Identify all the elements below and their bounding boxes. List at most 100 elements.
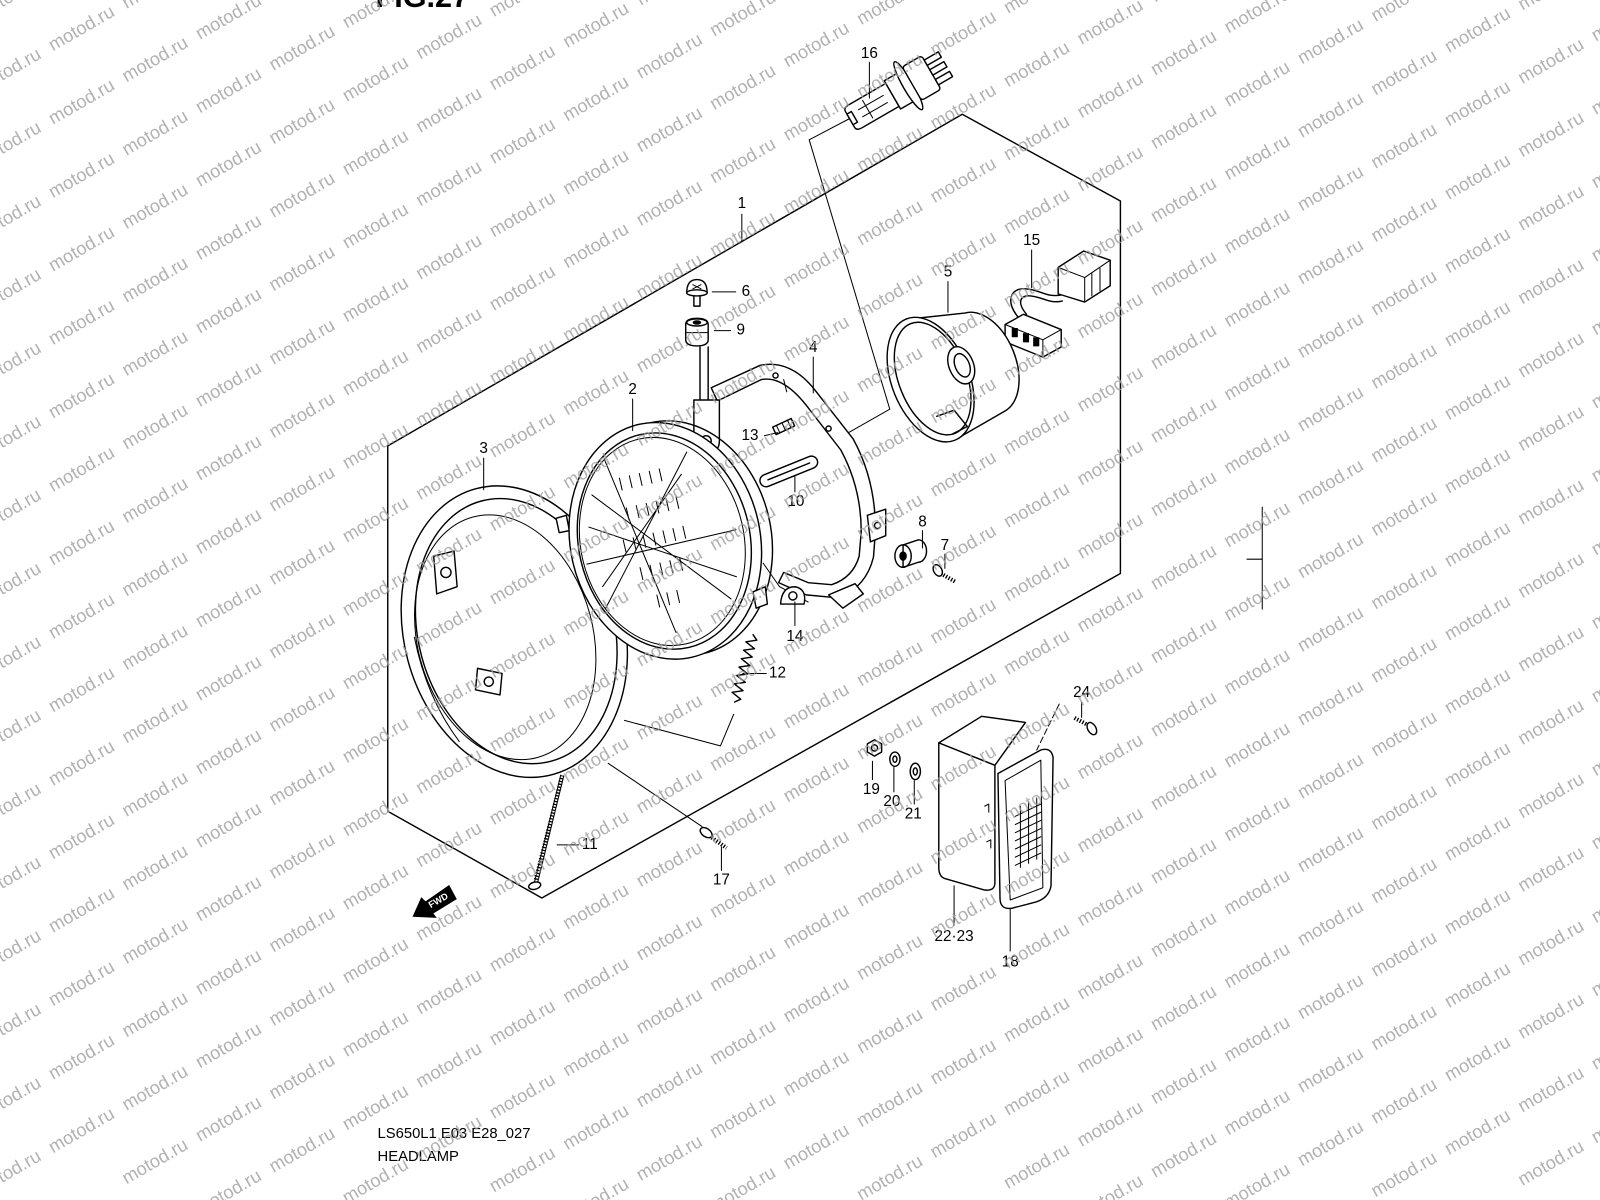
lens-pattern bbox=[586, 451, 737, 634]
reflector-lens-part bbox=[997, 748, 1054, 910]
socket-slot bbox=[1033, 337, 1040, 347]
bracket-side-tab bbox=[866, 508, 887, 543]
screw-head bbox=[1086, 721, 1098, 736]
socket-cover-part bbox=[886, 311, 1020, 443]
grommet-face bbox=[894, 544, 912, 569]
reflex-hatch bbox=[1014, 797, 1042, 868]
bulb-filament bbox=[858, 94, 884, 111]
callout-20: 20 bbox=[883, 793, 900, 810]
clip-rib bbox=[775, 424, 781, 434]
bulb-prong bbox=[923, 51, 943, 67]
grommet-hole bbox=[692, 320, 702, 325]
rim-back-inner-edge bbox=[414, 514, 597, 761]
screw-head bbox=[527, 881, 542, 891]
callout-8: 8 bbox=[918, 514, 927, 531]
screw-7-part bbox=[932, 564, 957, 584]
callout-1: 1 bbox=[738, 195, 747, 212]
clip-rib bbox=[786, 419, 792, 429]
diagram-code: LS650L1 E03 E28_027 bbox=[378, 1126, 531, 1142]
callout-22-23: 22·23 bbox=[935, 928, 974, 945]
socket-wire bbox=[1019, 295, 1063, 315]
screw-guide-line bbox=[607, 762, 703, 828]
screw-head-base bbox=[686, 289, 708, 297]
screw-6-part bbox=[686, 278, 708, 307]
callout-2: 2 bbox=[628, 381, 637, 398]
callout-15: 15 bbox=[1023, 232, 1040, 249]
headlamp-bracket-part bbox=[710, 363, 887, 609]
rim-mount-hole bbox=[483, 676, 495, 687]
callout-10: 10 bbox=[787, 493, 804, 510]
screw-thread bbox=[708, 834, 728, 850]
lens-reflex-pattern bbox=[1014, 797, 1042, 868]
bulb-prong bbox=[929, 60, 948, 76]
callout-17: 17 bbox=[713, 872, 730, 889]
diagram-name: HEADLAMP bbox=[378, 1149, 459, 1165]
callout-16: 16 bbox=[861, 45, 878, 62]
nut-bore bbox=[870, 744, 879, 752]
screw-cross bbox=[692, 284, 702, 290]
washer-outer bbox=[909, 762, 922, 781]
clip-body bbox=[779, 586, 806, 605]
callout-4: 4 bbox=[809, 339, 818, 356]
grommet-top bbox=[686, 318, 708, 327]
bulb-part bbox=[844, 51, 954, 130]
clip-rib bbox=[781, 422, 786, 431]
callout-19: 19 bbox=[863, 781, 880, 798]
lens-prism-lines bbox=[586, 451, 737, 634]
socket-wire bbox=[1010, 288, 1062, 319]
bulb-filament bbox=[862, 102, 888, 118]
grommet-9-part bbox=[685, 317, 709, 347]
leader-line-13 bbox=[763, 432, 779, 437]
screw-head bbox=[699, 826, 713, 839]
reflector-housing-part bbox=[938, 715, 1027, 891]
callout-12: 12 bbox=[769, 665, 786, 682]
clip-13-part bbox=[771, 417, 796, 436]
bracket-band bbox=[710, 363, 877, 599]
fwd-arrow-shape bbox=[412, 884, 457, 918]
rim-mount-hole bbox=[440, 566, 452, 579]
callout-24: 24 bbox=[1073, 684, 1091, 701]
bracket-hole bbox=[772, 372, 779, 379]
callout-13: 13 bbox=[741, 427, 758, 444]
bulb-prong bbox=[934, 70, 954, 86]
callout-9: 9 bbox=[737, 322, 746, 339]
rim-mount-tab bbox=[474, 667, 503, 696]
grommet-body bbox=[902, 539, 928, 569]
screw-thread bbox=[533, 775, 565, 881]
headlamp-unit-part bbox=[568, 420, 774, 660]
housing-side-face bbox=[938, 742, 996, 891]
connector-plug bbox=[1057, 250, 1111, 303]
cover-hole-ring bbox=[953, 352, 972, 378]
bulb-tip-cap bbox=[846, 110, 859, 126]
callout-5: 5 bbox=[944, 264, 953, 281]
callouts: 1 2 3 4 5 6 7 8 9 10 11 12 13 14 15 16 1 bbox=[479, 45, 1090, 970]
grommet-8-part bbox=[894, 539, 928, 569]
lens-flutes bbox=[618, 468, 687, 608]
socket-slot bbox=[1022, 333, 1030, 343]
screw-24-part bbox=[1072, 715, 1098, 736]
screw-head bbox=[932, 564, 944, 577]
rim-mount-tab bbox=[432, 550, 458, 595]
lens-frame bbox=[997, 748, 1054, 910]
callout-11: 11 bbox=[582, 836, 598, 853]
nut-hex bbox=[866, 739, 883, 757]
grommet-hole bbox=[899, 551, 907, 561]
adjuster-slot bbox=[767, 462, 811, 481]
bracket-bottom-tab bbox=[827, 582, 864, 609]
bulb-guide-line bbox=[808, 117, 891, 436]
screw-17-part bbox=[699, 826, 728, 850]
figure-title: FIG.27 bbox=[376, 0, 470, 14]
headlamp-lens bbox=[578, 436, 746, 647]
lens-face bbox=[1004, 759, 1044, 901]
headlamp-tab bbox=[752, 586, 769, 609]
spring-12-part bbox=[731, 633, 758, 703]
cover-tab bbox=[936, 409, 969, 435]
washer-21-part bbox=[909, 762, 922, 781]
nut-19-part bbox=[866, 739, 883, 757]
bracket-hole bbox=[825, 425, 832, 432]
assembly-outline bbox=[387, 113, 1122, 899]
rim-inner-surface bbox=[413, 636, 460, 742]
washer-20-part bbox=[889, 751, 901, 768]
callout-18: 18 bbox=[1002, 953, 1019, 970]
